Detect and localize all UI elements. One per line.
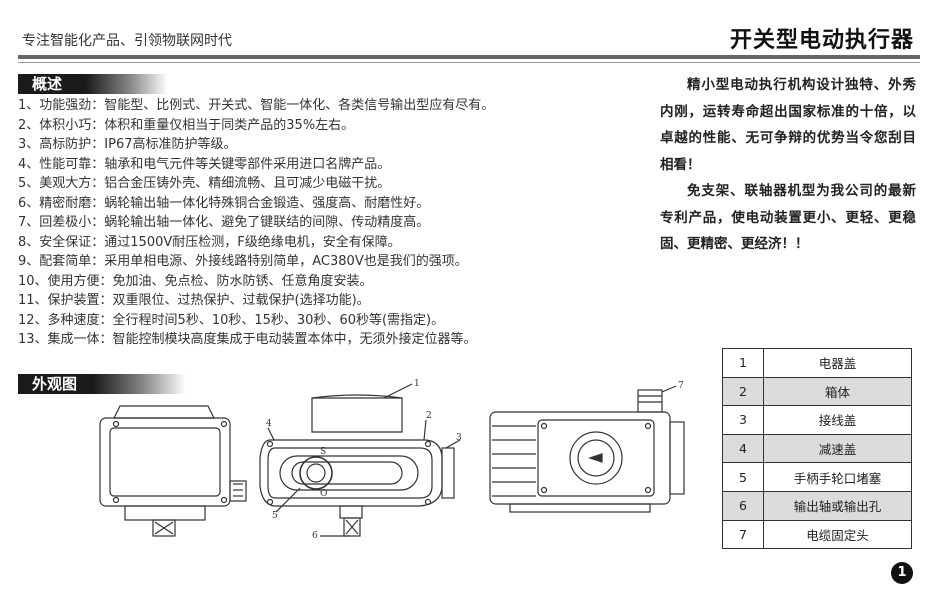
part-name: 电缆固定头 [763,519,912,550]
part-name: 箱体 [763,376,912,407]
callout-3: 3 [456,433,462,443]
callout-4: 4 [266,419,272,429]
intro-paragraph-2: 免支架、联轴器机型为我公司的最新专利产品，使电动装置更小、更轻、更稳固、更精密、… [660,183,916,252]
feature-item: 5、美观大方：铝合金压铸外壳、精细流畅、且可减少电磁干扰。 [18,176,391,191]
header-rule-thin [18,62,920,63]
feature-item: 13、集成一体：智能控制模块高度集成于电动装置本体中，无须外接定位器等。 [18,332,477,347]
top-view: S O 1 2 3 4 5 6 [259,379,462,541]
feature-item: 4、性能可靠：轴承和电气元件等关键零部件采用进口名牌产品。 [18,156,391,172]
appearance-drawing: S O 1 2 3 4 5 6 7 [99,379,685,541]
part-name: 输出轴或输出孔 [763,490,912,521]
part-number: 6 [722,490,764,521]
part-name: 接线盖 [763,405,912,435]
front-view [99,405,247,537]
header-tagline: 专注智能化产品、引领物联网时代 [22,33,232,49]
part-number: 7 [722,519,764,550]
feature-item: 9、配套简单：采用单相电源、外接线路特别简单，AC380V也是我们的强项。 [18,254,468,269]
appearance-heading: 外观图 [18,374,186,394]
part-number: 3 [722,405,764,435]
feature-item: 11、保护装置：双重限位、过热保护、过载保护(选择功能)。 [18,293,370,308]
feature-item: 10、使用方便：免加油、免点检、防水防锈、任意角度安装。 [18,273,373,289]
dial-label-o: O [320,489,327,499]
intro-text: 精小型电动执行机构设计独特、外秀内刚，运转寿命超出国家标准的十倍，以卓越的性能、… [660,72,916,258]
feature-list: 1、功能强劲：智能型、比例式、开关式、智能一体化、各类信号输出型应有尽有。 2、… [18,96,494,350]
part-name: 电器盖 [763,348,912,378]
feature-item: 1、功能强劲：智能型、比例式、开关式、智能一体化、各类信号输出型应有尽有。 [18,98,495,113]
feature-item: 2、体积小巧：体积和重量仅相当于同类产品的35%左右。 [18,117,355,133]
product-title: 开关型电动执行器 [729,28,914,53]
side-view: 7 [489,381,685,513]
callout-2: 2 [426,411,432,421]
part-number: 1 [722,348,764,378]
part-name: 减速盖 [763,433,912,464]
part-name: 手柄手轮口堵塞 [763,462,912,492]
header-rule-thick [18,55,920,59]
callout-6: 6 [312,531,318,541]
feature-item: 6、精密耐磨：蜗轮输出轴一体化特殊铜合金锻造、强度高、耐磨性好。 [18,195,430,211]
part-number: 2 [722,376,764,407]
part-number: 5 [722,462,764,492]
dial-label-s: S [320,447,326,457]
intro-paragraph-1: 精小型电动执行机构设计独特、外秀内刚，运转寿命超出国家标准的十倍，以卓越的性能、… [660,77,916,173]
callout-1: 1 [414,379,420,389]
callout-7: 7 [678,381,684,391]
feature-item: 3、高标防护：IP67高标准防护等级。 [18,137,237,152]
part-number: 4 [722,433,764,464]
feature-item: 7、回差极小：蜗轮输出轴一体化、避免了键联结的间隙、传动精度高。 [18,215,430,230]
feature-item: 12、多种速度：全行程时间5秒、10秒、15秒、30秒、60秒等(需指定)。 [18,312,445,328]
page-number-badge: 1 [891,562,913,584]
feature-item: 8、安全保证：通过1500V耐压检测，F级绝缘电机，安全有保障。 [18,234,401,250]
overview-heading: 概述 [18,74,168,94]
callout-5: 5 [272,511,278,521]
